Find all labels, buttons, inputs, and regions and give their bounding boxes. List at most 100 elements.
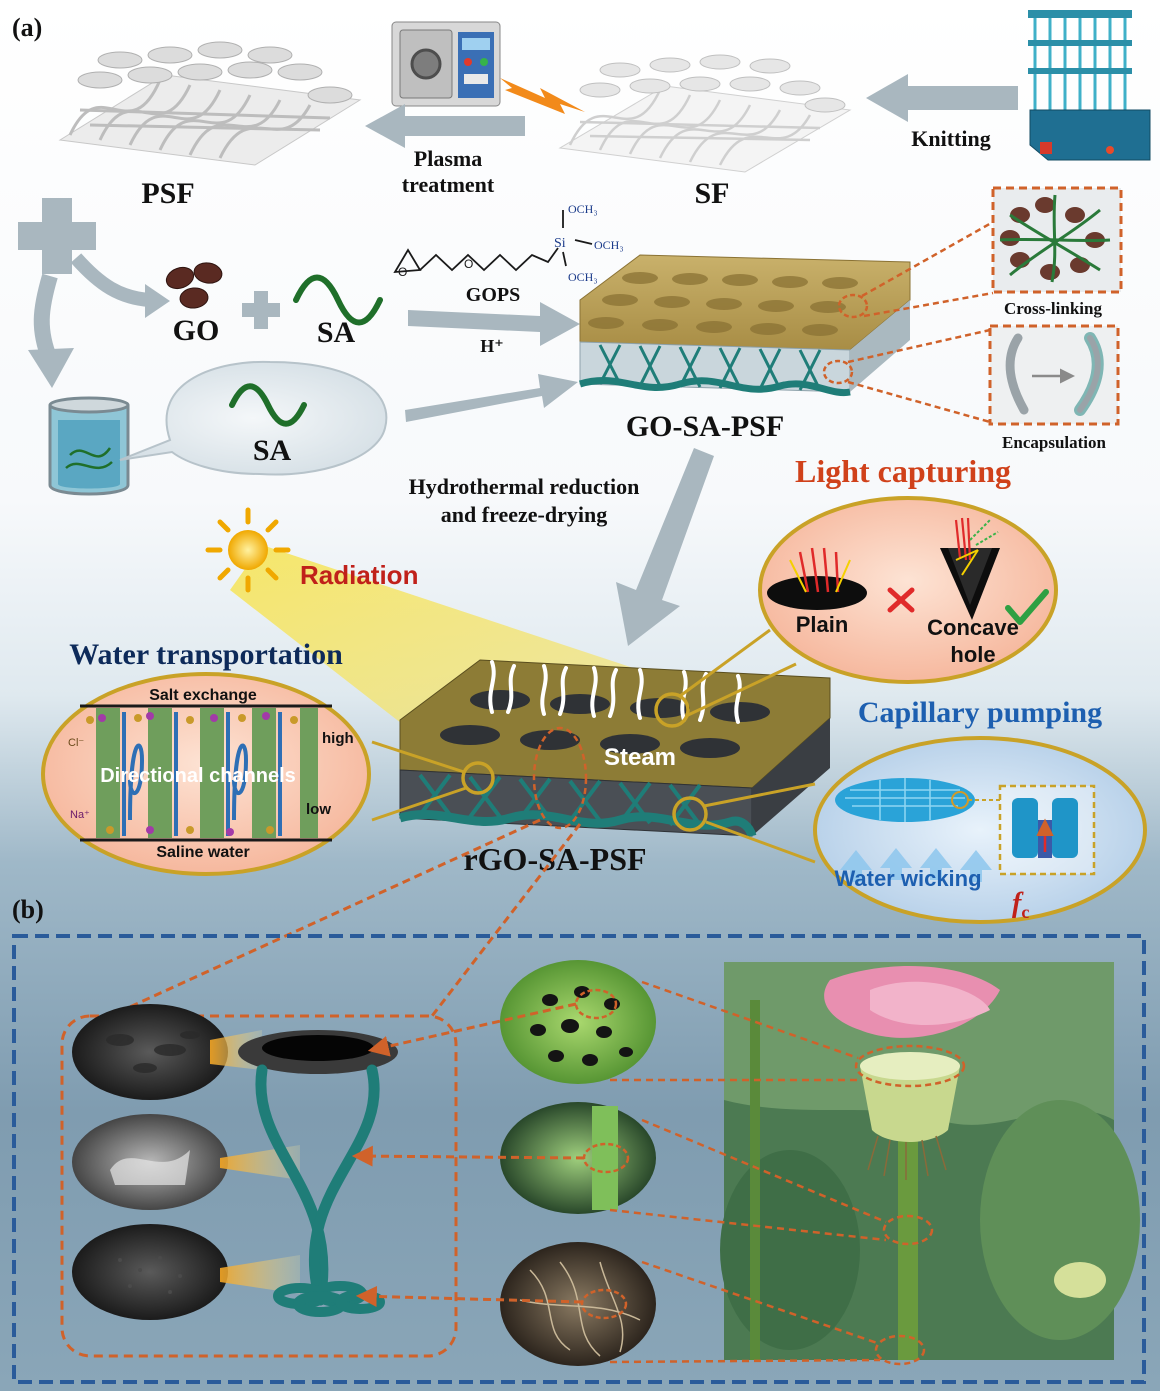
gops-ether-o: O <box>464 257 473 271</box>
capillary-force-symbol: fc <box>1012 888 1029 922</box>
light-capturing-oval <box>758 496 1058 684</box>
structure-detail-box <box>60 1014 458 1358</box>
beaker-illustration <box>48 396 130 496</box>
lotus-seedpod-top-view <box>500 960 656 1084</box>
concave-hole-illustration <box>940 517 1000 620</box>
arrow-mix-to-go-sa-psf <box>408 302 580 346</box>
capillary-pumping-title: Capillary pumping <box>858 696 1102 729</box>
spotlight-bottom <box>220 1255 300 1294</box>
crosslink-callout-line-2 <box>863 291 994 318</box>
plasma-treatment-line1: Plasma <box>414 146 482 171</box>
panel-b-connector-right <box>430 823 582 1017</box>
directional-channels-illustration <box>80 704 332 842</box>
go-sa-psf-block <box>578 254 911 397</box>
water-transport-connector-2 <box>371 786 467 822</box>
sem-image-top <box>72 1004 228 1100</box>
go-sheets-illustration <box>165 262 223 309</box>
arrowhead-go <box>145 284 170 318</box>
capillary-zoom-ring <box>672 796 708 832</box>
gradient-high-label: high <box>322 730 354 747</box>
sa-label: SA <box>317 316 356 349</box>
sa-bubble-label: SA <box>253 434 292 467</box>
rgo-sa-psf-label: rGO-SA-PSF <box>463 841 646 877</box>
photo-stem-highlight <box>882 1214 934 1246</box>
psf-fabric-illustration <box>58 41 362 166</box>
psf-label: PSF <box>141 177 194 210</box>
plain-label: Plain <box>796 612 849 637</box>
encapsulation-callout-line-2 <box>847 380 991 424</box>
arrow-sf-to-psf <box>365 104 525 148</box>
sem-image-bottom <box>72 1224 228 1320</box>
arrow-plus-to-beaker <box>33 273 58 363</box>
directional-channels-label: Directional channels <box>100 765 296 787</box>
plasma-machine-illustration <box>391 21 501 107</box>
arrow-knitting-to-sf <box>866 74 1018 122</box>
light-capturing-title: Light capturing <box>795 453 1011 489</box>
water-transportation-title: Water transportation <box>69 638 343 671</box>
capillary-force-f: f <box>1012 888 1024 919</box>
sf-fabric-illustration <box>558 54 852 173</box>
wicking-mesh-illustration <box>835 778 992 882</box>
plain-surface-illustration <box>767 547 867 610</box>
check-mark-icon <box>1005 589 1049 625</box>
hydrothermal-line1: Hydrothermal reduction <box>409 474 640 499</box>
go-sa-psf-label: GO-SA-PSF <box>626 410 784 443</box>
encapsulation-callout-circle <box>822 359 854 385</box>
photo-pod-highlight <box>854 1044 966 1088</box>
och3-bottom: OCH₃ <box>568 270 598 284</box>
steam-label: Steam <box>604 744 676 771</box>
water-wicking-label: Water wicking <box>834 866 981 891</box>
panel-b-connector-left <box>109 818 541 1018</box>
capillary-force-subscript: c <box>1021 902 1029 922</box>
sa-speech-bubble <box>119 360 388 476</box>
panel-b-frame <box>12 934 1146 1384</box>
sa-chain-in-bubble <box>229 383 307 427</box>
arrow-root-to-channel-base <box>355 1285 583 1307</box>
arrowhead-beaker <box>28 348 74 388</box>
arrow-pod-to-channel-top <box>367 1002 577 1057</box>
panel-label-b: (b) <box>12 895 44 924</box>
sun-icon <box>205 507 291 593</box>
water-transport-connector-1 <box>371 740 465 774</box>
sf-label: SF <box>694 177 729 210</box>
water-transport-zoom-ring <box>461 761 495 795</box>
gops-epoxide-o: O <box>398 265 407 279</box>
crosslink-illustration <box>999 194 1111 283</box>
stem-shape <box>592 1106 618 1210</box>
chloride-ion-label: Cl⁻ <box>68 737 84 749</box>
capillary-connector-2 <box>705 820 816 864</box>
och3-top: OCH₃ <box>568 202 598 216</box>
sem-texture-middle <box>110 1150 190 1185</box>
knitting-machine-illustration <box>1028 10 1151 161</box>
plus-sign-large <box>18 198 96 274</box>
lotus-plant-photo <box>720 962 1140 1360</box>
encapsulation-callout-line-1 <box>847 328 991 364</box>
panel-label-a: (a) <box>12 13 42 42</box>
photo-root-highlight <box>874 1334 926 1366</box>
plus-sign-small <box>242 291 280 329</box>
och3-right: OCH₃ <box>594 238 624 252</box>
sem-texture <box>106 1031 200 1073</box>
salt-exchange-label: Salt exchange <box>149 687 257 704</box>
seedpod-holes <box>530 986 633 1066</box>
light-capture-connector-2 <box>685 662 797 718</box>
arrow-go-sa-psf-to-rgo <box>616 448 714 646</box>
cross-mark-icon <box>887 587 915 613</box>
capillary-force-illustration <box>1012 798 1078 858</box>
sa-chain-illustration <box>293 274 383 326</box>
rgo-sa-psf-block <box>398 659 831 838</box>
root-zoom-circle <box>580 1288 628 1320</box>
plasma-treatment-line2: treatment <box>402 172 495 197</box>
si-atom: Si <box>554 236 566 251</box>
saline-water-label: Saline water <box>156 844 249 861</box>
sodium-ion-label: Na⁺ <box>70 809 90 821</box>
radiation-label: Radiation <box>300 560 418 590</box>
knitting-label: Knitting <box>911 126 990 151</box>
gops-molecule-structure <box>393 210 593 274</box>
concave-label-line2: hole <box>950 642 995 667</box>
go-label: GO <box>173 314 220 347</box>
lightning-bolt <box>500 78 585 114</box>
arrow-sa-to-go-sa-psf <box>405 374 578 422</box>
